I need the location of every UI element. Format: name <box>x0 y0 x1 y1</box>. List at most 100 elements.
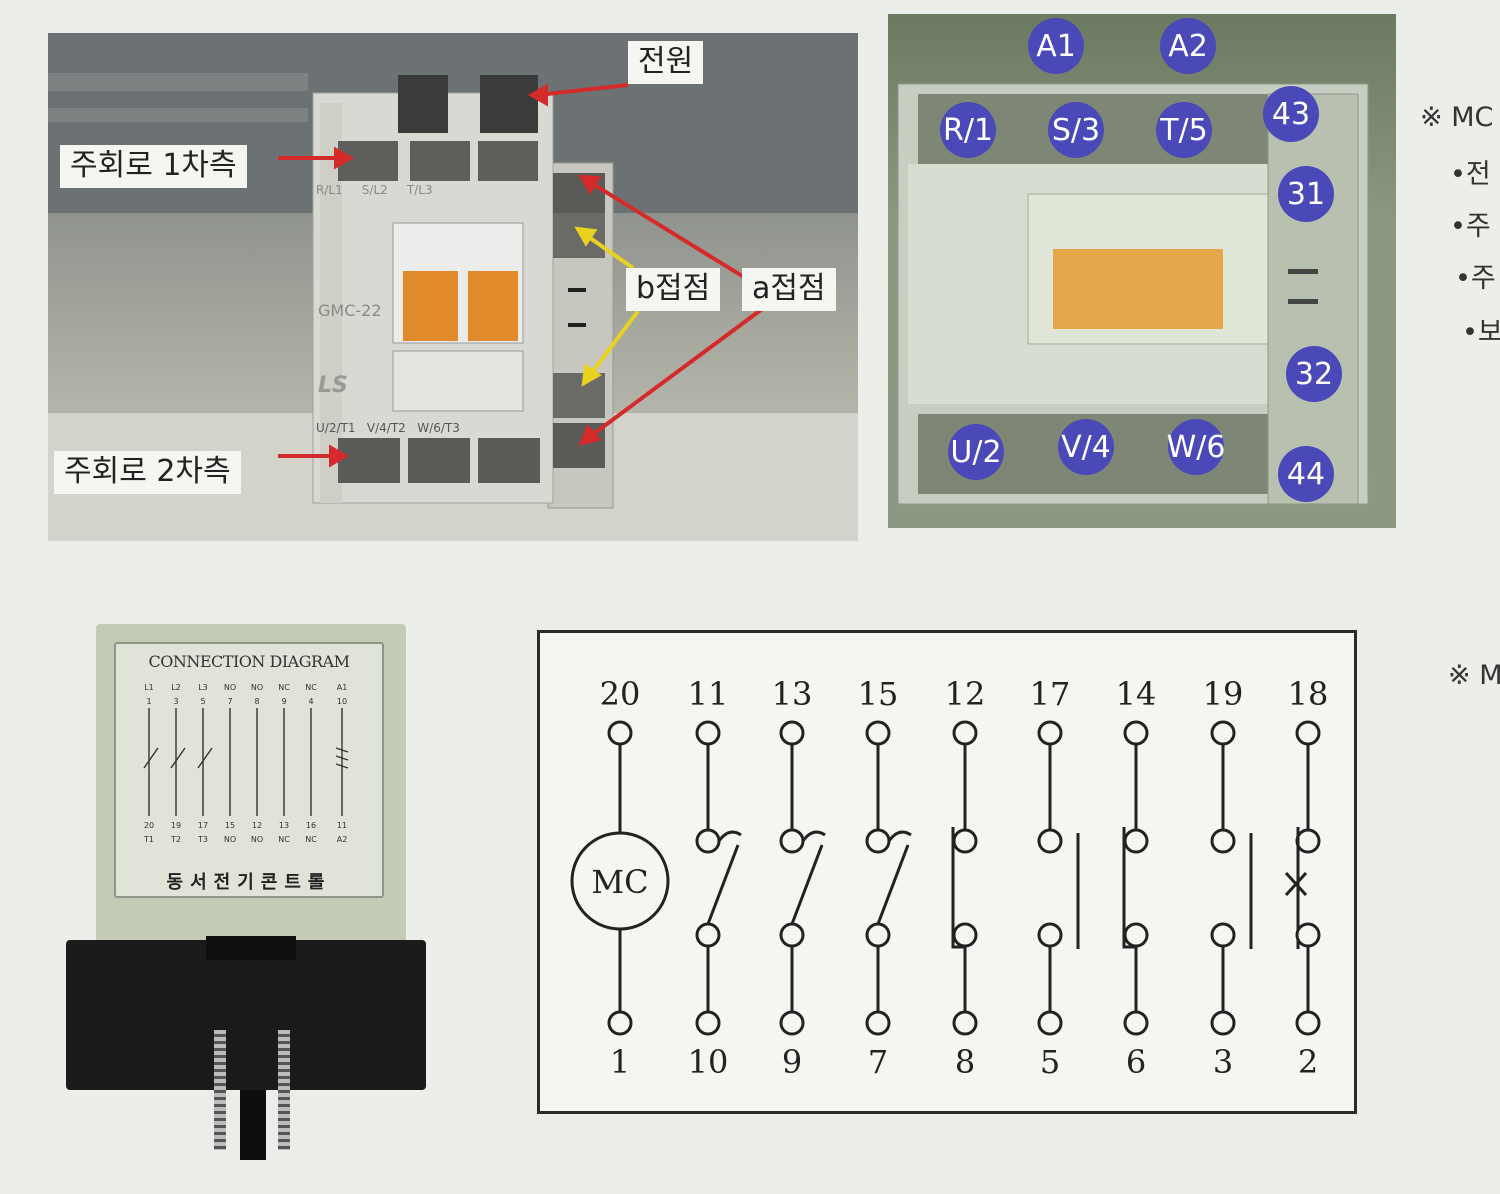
relay-top-label: L3 <box>198 683 208 692</box>
contactor-photo: R/L1 S/L2 T/L3 U/2/T1 V/4/T2 W/6/T3 GMC-… <box>48 33 858 541</box>
terminal-mark: W/6/T3 <box>417 421 460 435</box>
terminal <box>952 720 978 746</box>
side-note-bullet: •주 <box>1450 211 1491 242</box>
terminal-number-top: 12 <box>945 675 986 713</box>
terminal-number-bottom: 9 <box>782 1043 802 1081</box>
terminal-badge-43: 43 <box>1263 86 1319 142</box>
side-note-heading-2: ※ M <box>1448 660 1500 691</box>
terminal <box>779 1010 805 1036</box>
terminal <box>865 1010 891 1036</box>
relay-bottom-label: NC <box>278 835 290 844</box>
terminal-number-bottom: 6 <box>1126 1043 1146 1081</box>
terminal-number-top: 15 <box>858 675 899 713</box>
relay-top-pin: 4 <box>308 697 313 706</box>
terminal-mark: V/4/T2 <box>366 421 406 435</box>
terminal-number-top: 14 <box>1116 675 1157 713</box>
contact-terminal <box>1037 828 1063 854</box>
relay-bottom-pin: 16 <box>306 821 316 830</box>
callout-main-secondary: 주회로 2차측 <box>54 451 241 494</box>
relay-bottom-pin: 19 <box>171 821 181 830</box>
terminal-number-top: 11 <box>688 675 729 713</box>
terminal <box>607 1010 633 1036</box>
terminal-number-bottom: 10 <box>688 1043 729 1081</box>
relay-bottom-pin: 20 <box>144 821 154 830</box>
wire <box>706 844 740 925</box>
contact-terminal <box>1210 828 1236 854</box>
terminal-mark: U/2/T1 <box>316 421 356 435</box>
terminal-number-bottom: 8 <box>955 1043 975 1081</box>
wire <box>1284 871 1308 897</box>
terminal-badge-u2: U/2 <box>948 424 1004 480</box>
relay-pin <box>214 1030 226 1150</box>
relay-bottom-label: A2 <box>337 835 348 844</box>
relay-top-pin: 7 <box>227 697 232 706</box>
contact-terminal <box>865 922 891 948</box>
relay-bottom-pin: 13 <box>279 821 289 830</box>
connection-diagram-label: CONNECTION DIAGRAM L1 L2 L3 NO NO NC NC … <box>114 642 384 898</box>
terminal-badge-w6: W/6 <box>1167 419 1225 475</box>
terminal <box>695 720 721 746</box>
relay-top-label: L2 <box>171 683 181 692</box>
contact-terminal <box>1123 828 1149 854</box>
relay-bottom-label: T1 <box>143 835 154 844</box>
callout-a-contact: a접점 <box>742 268 836 311</box>
contact-bracket <box>1122 827 1136 949</box>
wire <box>876 844 910 925</box>
brand-logo: LS <box>318 373 348 398</box>
relay-photo: CONNECTION DIAGRAM L1 L2 L3 NO NO NC NC … <box>60 620 430 1160</box>
contact-terminal <box>1295 828 1321 854</box>
contact-hook <box>717 830 742 842</box>
side-note-bullet: •전 <box>1450 159 1491 190</box>
contact-terminal <box>865 828 891 854</box>
terminal-number-bottom: 1 <box>610 1043 630 1081</box>
terminal <box>1037 720 1063 746</box>
terminal <box>607 720 633 746</box>
relay-bottom-label: NO <box>224 835 236 844</box>
terminal-number-bottom: 7 <box>868 1043 888 1081</box>
terminal-number-top: 18 <box>1288 675 1329 713</box>
terminal <box>1123 1010 1149 1036</box>
side-note-heading: ※ MC <box>1420 102 1494 133</box>
terminal-number-top: 13 <box>772 675 813 713</box>
relay-top-pin: 3 <box>173 697 178 706</box>
terminal-number-bottom: 5 <box>1040 1043 1060 1081</box>
relay-top-label: NC <box>305 683 317 692</box>
terminal <box>1037 1010 1063 1036</box>
contact-terminal <box>952 922 978 948</box>
terminal-number-bottom: 2 <box>1298 1043 1318 1081</box>
contact-terminal <box>779 922 805 948</box>
contact-terminal <box>695 828 721 854</box>
terminal-badge-a1: A1 <box>1028 18 1084 74</box>
terminal <box>1210 1010 1236 1036</box>
side-note-bullet: •주 <box>1455 263 1496 294</box>
terminal-number-top: 20 <box>600 675 641 713</box>
terminal-mark: S/L2 <box>361 183 388 197</box>
terminal <box>865 720 891 746</box>
terminal-badge-r1: R/1 <box>940 102 996 158</box>
relay-pin <box>278 1030 290 1150</box>
terminal-badge-31: 31 <box>1278 166 1334 222</box>
relay-top-label: NO <box>224 683 236 692</box>
terminal <box>779 720 805 746</box>
terminal <box>952 1010 978 1036</box>
relay-key <box>240 1090 266 1160</box>
relay-top-pin: 1 <box>146 697 151 706</box>
terminal-number-bottom: 3 <box>1213 1043 1233 1081</box>
contact-terminal <box>1295 922 1321 948</box>
model-label: GMC-22 <box>318 301 382 320</box>
top-terminal-marks: R/L1 S/L2 T/L3 <box>316 183 433 197</box>
contact-hook <box>801 830 826 842</box>
relay-bottom-label: T2 <box>170 835 181 844</box>
terminal <box>1123 720 1149 746</box>
contact-terminal <box>1210 922 1236 948</box>
contact-terminal <box>1123 922 1149 948</box>
terminal-number-top: 17 <box>1030 675 1071 713</box>
terminal <box>1210 720 1236 746</box>
relay-top-label: L1 <box>144 683 154 692</box>
contactor-illustration <box>48 33 858 541</box>
side-note-bullet: •보 <box>1462 317 1500 348</box>
terminal-badge-s3: S/3 <box>1048 102 1104 158</box>
contact-bracket <box>951 827 965 949</box>
